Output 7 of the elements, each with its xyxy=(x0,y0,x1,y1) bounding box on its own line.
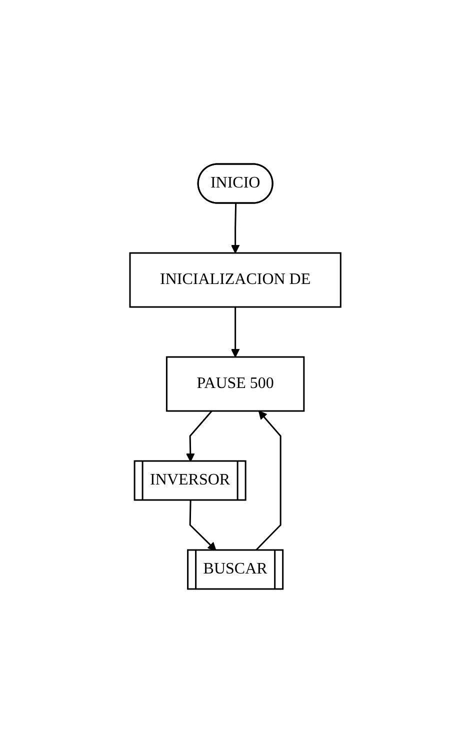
node-box: INICIALIZACION DE xyxy=(128,252,342,308)
arrow xyxy=(186,410,212,462)
arrow xyxy=(230,306,240,357)
arrow xyxy=(188,500,216,550)
node-box: PAUSE 500 xyxy=(166,356,304,412)
arrow xyxy=(254,410,281,551)
arrow xyxy=(230,202,240,253)
